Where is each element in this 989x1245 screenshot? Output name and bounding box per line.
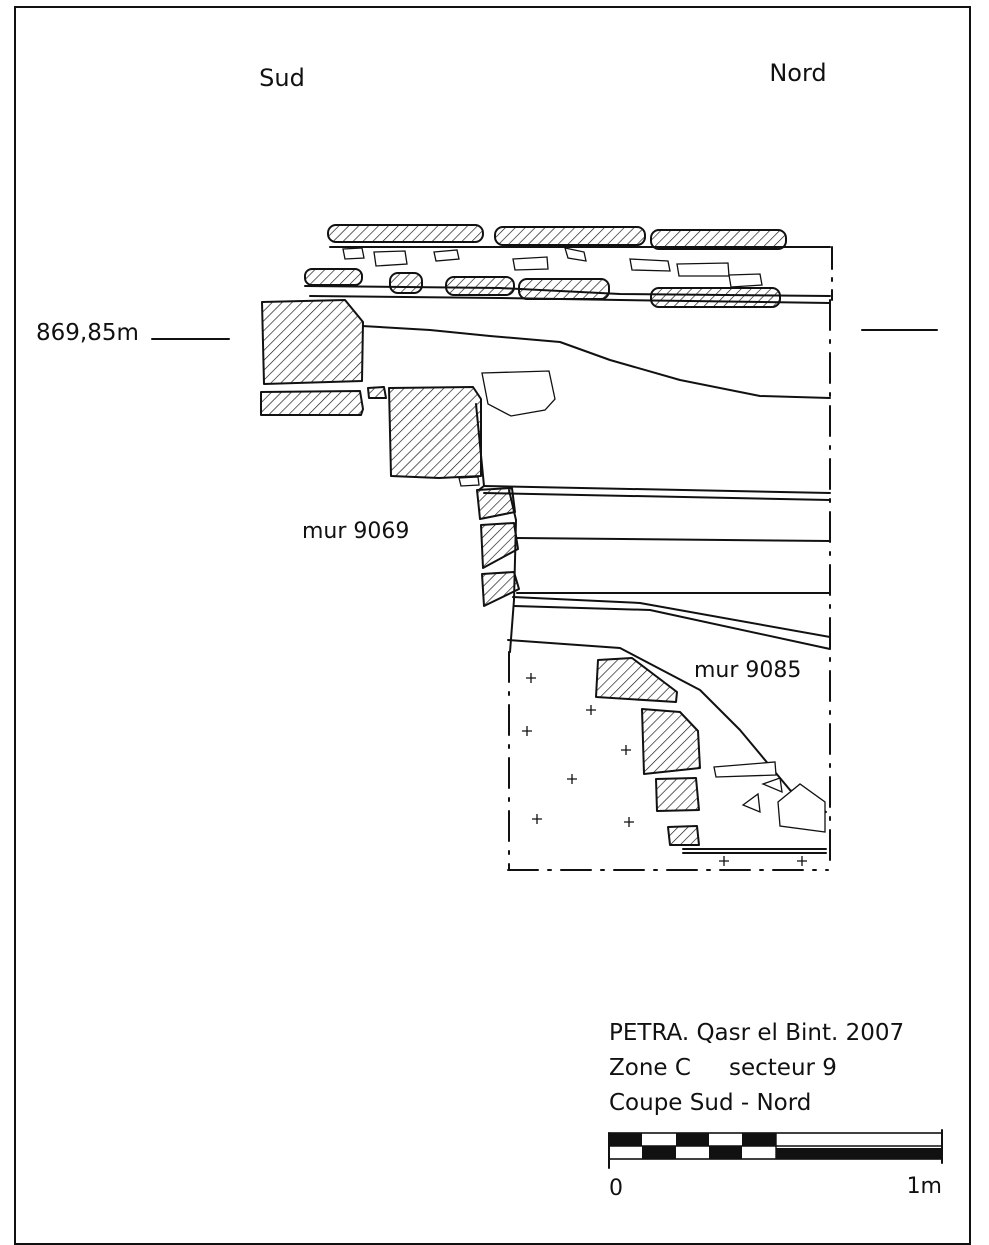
orientation-south-label: Sud [259,64,305,92]
wall-9085-label: mur 9085 [694,658,801,683]
small-stone [458,476,480,487]
scale-bar [608,1129,943,1169]
caption-sector: secteur 9 [729,1055,837,1081]
caption-block: PETRA. Qasr el Bint. 2007 Zone C secteur… [609,1020,904,1116]
section-boundary [507,246,833,871]
loose-stone [481,370,556,417]
caption-site: PETRA. Qasr el Bint. 2007 [609,1020,904,1046]
wall-9069-face-lower [508,489,517,653]
wall-9085-stones [595,657,701,846]
page-frame [14,6,971,1245]
caption-zone: Zone C [609,1055,691,1081]
wall-9085-rubble [713,761,826,833]
wall-9069-label: mur 9069 [302,519,409,544]
caption-section: Coupe Sud - Nord [609,1090,811,1116]
elevation-label: 869,85m [36,320,139,346]
scale-start-label: 0 [609,1176,623,1201]
upper-layer-lines [304,246,831,399]
top-paving-stones [327,224,787,250]
south-wall-stones [260,299,482,479]
orientation-north-label: Nord [769,59,826,87]
scale-end-label: 1m [907,1174,942,1199]
natural-soil-crosses [522,673,807,866]
wall-9069-stones [476,487,520,607]
rubble-fill-pebbles [342,247,763,288]
